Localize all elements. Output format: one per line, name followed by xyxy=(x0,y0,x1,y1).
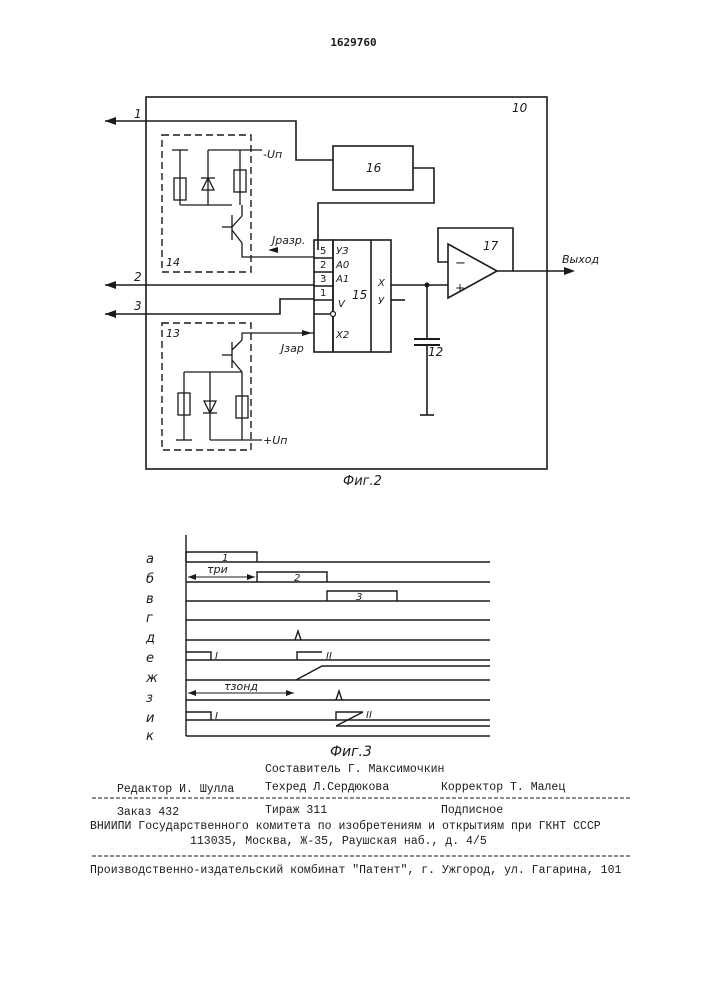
address: 113035, Москва, Ж-35, Раушская наб., д. … xyxy=(190,835,487,848)
pin-name-a0: А0 xyxy=(335,260,349,271)
input-2-label: 2 xyxy=(134,270,142,284)
supply-top-label: -Uп xyxy=(263,148,282,161)
techred: Техред Л.Сердюкова xyxy=(265,781,389,794)
pin-name-x: Х xyxy=(377,278,386,289)
current-top-label: Jразр. xyxy=(270,234,305,247)
label-block-17: 17 xyxy=(483,239,499,253)
circulation: Тираж 311 xyxy=(265,804,327,817)
editor: Редактор И. Шулла xyxy=(117,783,234,796)
row-label-k: к xyxy=(146,729,154,744)
fig3-timing-diagram: а б в г д е ж з и к 1 2 3 I II I II τри … xyxy=(0,530,707,760)
row-label-v: в xyxy=(146,592,154,607)
pin-num-3: 3 xyxy=(320,274,326,285)
opamp-minus: − xyxy=(455,256,466,271)
current-bottom-label: Jзар xyxy=(279,342,304,355)
pin-name-x2: Х2 xyxy=(335,330,349,341)
row-label-zh: ж xyxy=(145,671,158,686)
pin-name-y3: УЗ xyxy=(336,246,349,257)
block-13 xyxy=(162,323,251,450)
pulse-label-2: 2 xyxy=(294,573,300,584)
label-block-15: 15 xyxy=(352,288,367,302)
fig2-schematic: 10 16 17 15 14 13 12 1 2 3 Выход -Uп +Uп… xyxy=(0,0,707,500)
pin-name-y: У xyxy=(378,296,385,307)
input-3-label: 3 xyxy=(134,299,142,313)
imprint-footer: Составитель Г. Максимочкин Редактор И. Ш… xyxy=(0,758,707,898)
corrector: Корректор Т. Малец xyxy=(441,781,565,794)
roman-label-e-1: I xyxy=(215,651,218,662)
output-label: Выход xyxy=(562,253,599,266)
pin-name-a1: А1 xyxy=(335,274,349,285)
fig2-caption: Фиг.2 xyxy=(343,474,382,489)
supply-bottom-label: +Uп xyxy=(263,434,287,447)
printer: Производственно-издательский комбинат "П… xyxy=(90,864,621,877)
roman-label-i-1: I xyxy=(215,711,218,722)
row-label-a: а xyxy=(146,552,154,567)
label-block-10: 10 xyxy=(512,101,528,115)
organization: ВНИИПИ Государственного комитета по изоб… xyxy=(90,820,601,833)
tau-ri: τри xyxy=(207,563,228,576)
order: Заказ 432 xyxy=(117,806,179,819)
row-label-i: и xyxy=(146,711,154,726)
pin-num-1: 1 xyxy=(320,288,326,299)
input-1-label: 1 xyxy=(134,107,142,121)
row-label-b: б xyxy=(146,572,154,587)
label-block-13: 13 xyxy=(166,327,180,340)
label-block-16: 16 xyxy=(366,161,382,175)
row-label-e: е xyxy=(146,651,154,666)
pin-num-2: 2 xyxy=(320,260,326,271)
label-block-14: 14 xyxy=(166,256,180,269)
subscription: Подписное xyxy=(441,804,503,817)
label-capacitor-12: 12 xyxy=(428,345,443,359)
pin-name-v: V xyxy=(338,299,346,310)
compiler: Составитель Г. Максимочкин xyxy=(265,763,444,776)
roman-label-e-2: II xyxy=(326,651,332,662)
row-label-d: д xyxy=(145,631,155,646)
row-label-g: г xyxy=(146,611,153,626)
row-label-z: з xyxy=(146,691,153,706)
roman-label-i-2: II xyxy=(366,710,372,721)
pin-num-5: 5 xyxy=(320,246,326,257)
opamp-plus: + xyxy=(455,281,465,295)
pulse-label-3: 3 xyxy=(356,592,362,603)
tau-zond: τзонд xyxy=(224,680,258,693)
block-14 xyxy=(162,135,251,272)
